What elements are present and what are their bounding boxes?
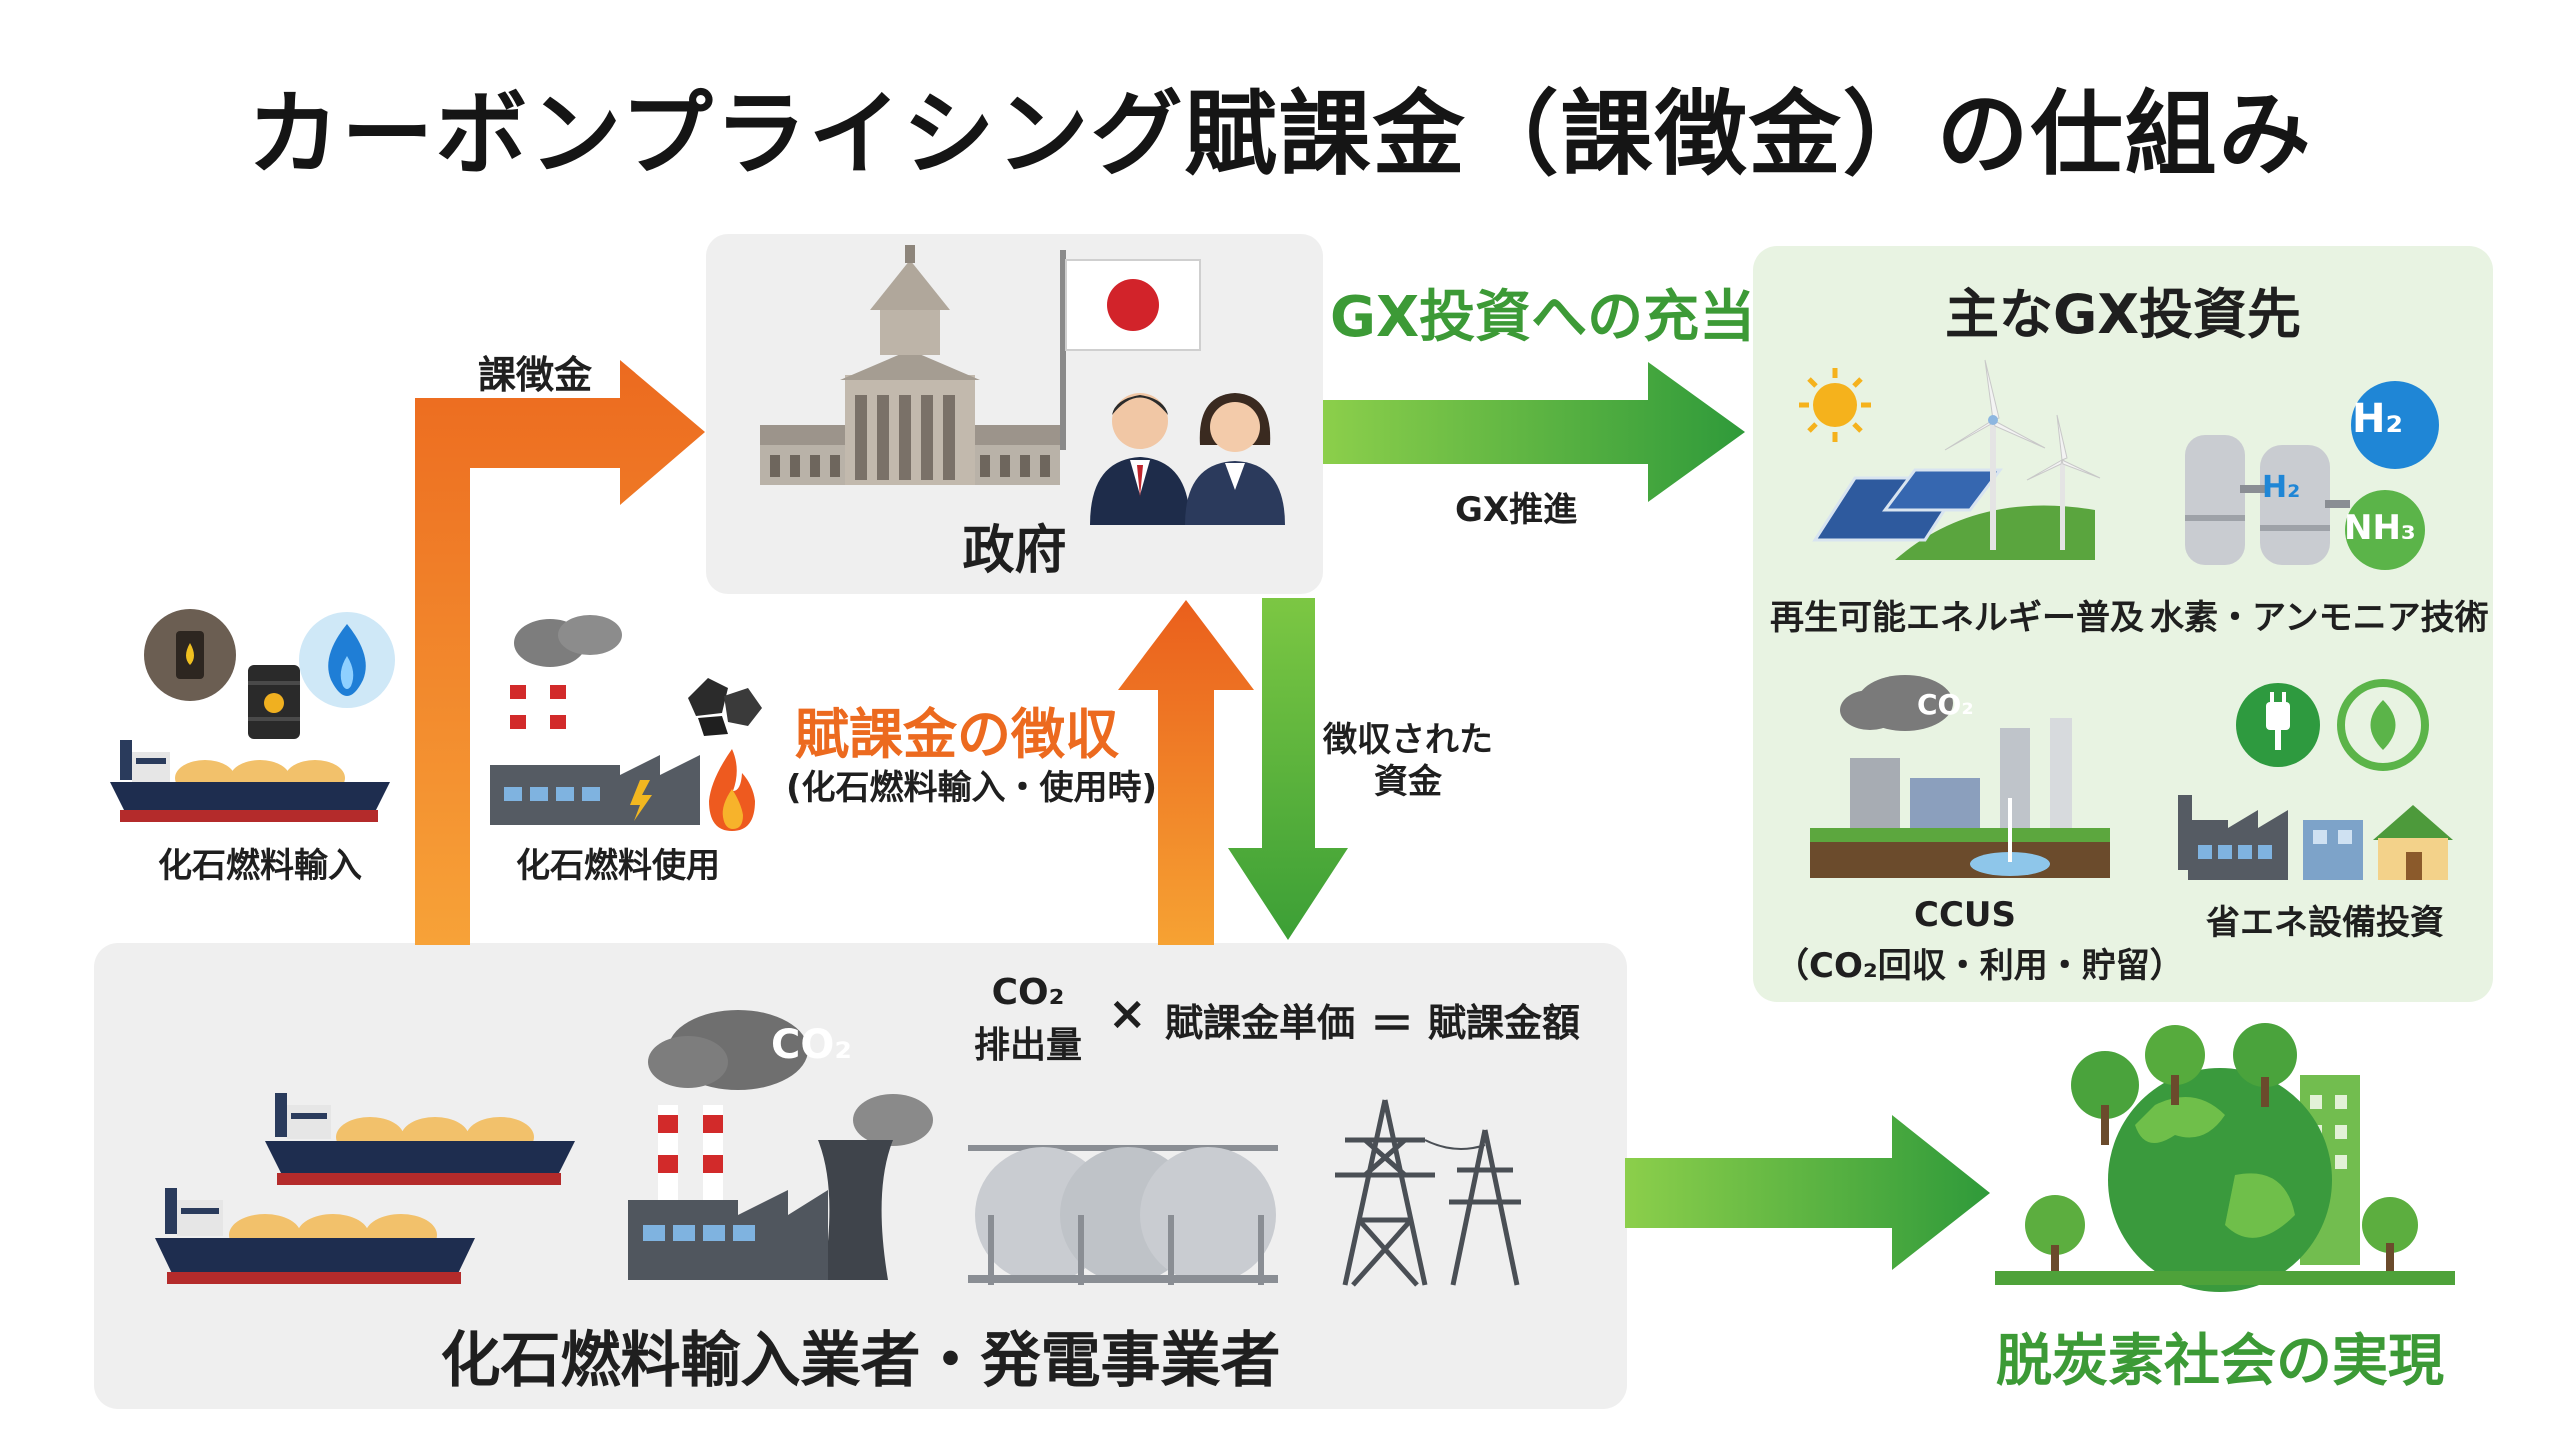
- officials-icon: [1090, 393, 1285, 525]
- lng-tank-icon: [968, 1145, 1278, 1285]
- gx-panel-title: 主なGX投資先: [1945, 283, 2301, 346]
- parliament-icon: [760, 245, 1060, 485]
- power-pylon-icon: [1335, 1099, 1521, 1287]
- formula-unit-price: 賦課金単価: [1165, 1001, 1356, 1045]
- gx-item-energy-saving: 省エネ設備投資: [2206, 903, 2444, 943]
- tanker-ship-icon: [110, 740, 390, 822]
- collection-title: 賦課金の徴収: [795, 703, 1119, 766]
- collected-funds-line2: 資金: [1374, 762, 1442, 802]
- levy-label: 課徴金: [478, 353, 593, 397]
- ccus-plant-icon: [1810, 675, 2110, 878]
- japan-flag-icon: [1060, 250, 1201, 450]
- h2-small-badge: H₂: [2262, 470, 2301, 505]
- goal-arrow: [1625, 1115, 1990, 1270]
- factory-icon: [490, 615, 700, 825]
- gx-item-ccus-line2: （CO₂回収・利用・貯留）: [1775, 946, 2184, 986]
- coal-icon: [688, 678, 762, 736]
- use-label: 化石燃料使用: [516, 846, 720, 886]
- eco-factory-icon: [2178, 679, 2453, 880]
- collected-funds-line1: 徴収された: [1323, 720, 1493, 760]
- solar-wind-icon: [1799, 359, 2101, 560]
- gx-allocation-arrow: [1323, 362, 1745, 502]
- formula-times: ×: [1108, 986, 1147, 1040]
- nh3-badge: NH₃: [2344, 508, 2416, 548]
- collection-subtitle: (化石燃料輸入・使用時): [786, 768, 1158, 808]
- gx-item-hydrogen: 水素・アンモニア技術: [2150, 598, 2489, 638]
- h2-badge: H₂: [2352, 396, 2403, 442]
- import-label: 化石燃料輸入: [158, 846, 362, 886]
- formula-amount: 賦課金額: [1428, 1001, 1581, 1045]
- industry-label: 化石燃料輸入業者・発電事業者: [440, 1326, 1281, 1396]
- funds-arrow: [1228, 598, 1348, 940]
- goal-label: 脱炭素社会の実現: [1996, 1329, 2444, 1394]
- levy-arrow: [415, 360, 705, 945]
- fire-icon: [709, 749, 755, 831]
- tanker-ship-icon-lower: [155, 1188, 475, 1284]
- gx-allocation-label: GX投資への充当: [1330, 285, 1756, 350]
- co2-cloud-label: CO₂: [771, 1022, 852, 1068]
- gx-item-renewable: 再生可能エネルギー普及: [1770, 598, 2144, 638]
- hydrogen-tank-icon: [2185, 381, 2439, 570]
- collection-arrow: [1118, 600, 1254, 945]
- green-earth-icon: [1995, 1023, 2455, 1292]
- gx-promotion-label: GX推進: [1455, 490, 1578, 530]
- page-title: カーボンプライシング賦課金（課徴金）の仕組み: [247, 81, 2313, 188]
- co2-badge: CO₂: [1917, 688, 1974, 721]
- oil-barrel-icon: [144, 609, 300, 739]
- formula-co2: CO₂: [991, 972, 1065, 1013]
- government-label: 政府: [962, 521, 1067, 581]
- formula-emissions: 排出量: [973, 1025, 1082, 1066]
- gx-item-ccus-line1: CCUS: [1914, 895, 2016, 935]
- tanker-ship-icon-upper: [265, 1093, 575, 1185]
- formula-equals: ＝: [1370, 999, 1414, 1050]
- gas-flame-icon: [299, 612, 395, 708]
- power-plant-icon: [628, 1010, 933, 1280]
